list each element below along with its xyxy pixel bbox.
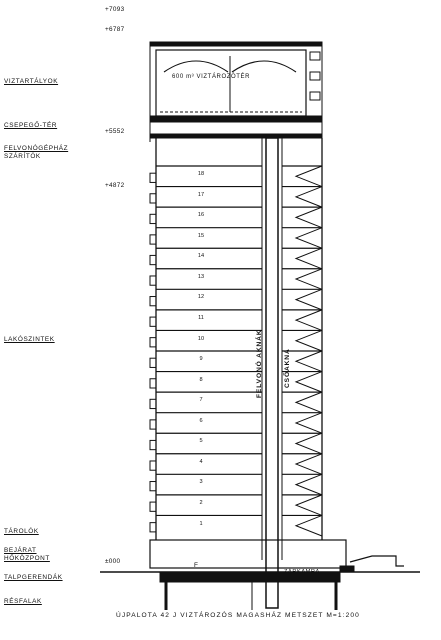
closing-chamber-label: ZÁRKAMRA [284,569,320,575]
tank-label: 600 m³ VIZTÁROZÓTÉR [172,74,251,80]
stair-flight [294,371,323,393]
stair-flight [294,186,323,208]
roof-stair-windows [309,51,321,101]
stair-flight [294,432,323,455]
stair-flights [294,165,323,537]
roof-structure [149,41,323,47]
stair-flight [294,247,323,270]
balcony [149,337,157,348]
balconies [149,172,157,533]
entrance-ramp [349,555,404,567]
elevator-shaft [265,137,279,609]
pipe-shaft-label: CSŐAKNA [284,348,291,388]
floor-number: 10 [197,335,205,342]
label-drip-space: CSEPEGŐ-TÉR [4,122,58,129]
floor-number: 6 [199,417,203,424]
stair-flight [294,514,323,537]
floor-number: 12 [197,294,205,301]
stair-flight [294,350,323,373]
elevation-7093: +7093 [105,6,125,13]
balcony [149,522,157,533]
stair-flight [294,453,323,475]
stair-flight [294,288,323,311]
floor-number: 14 [197,253,205,260]
floor-number: 16 [197,212,205,219]
floor-number: 15 [197,232,205,239]
drip-space-slab [149,115,323,123]
balcony [149,398,157,410]
balcony [149,501,157,512]
balcony [149,254,157,266]
elevation-4872: +4872 [105,182,125,189]
floor-number: 1 [199,520,203,527]
balcony [149,213,157,225]
label-water-tanks: VIZTARTÁLYOK [4,78,59,85]
water-tank-room [155,49,307,117]
floor-number: 3 [199,479,203,486]
ground-floor-label: F [194,562,199,569]
foundation-beams [159,571,341,583]
balcony [149,439,157,451]
stair-flight [294,227,323,249]
floor-number: 18 [197,171,205,178]
stair-flight [294,412,323,434]
stair-flight [294,391,323,414]
floor-number: 5 [199,438,203,445]
floor-number: 17 [197,191,205,198]
balcony [149,296,157,307]
label-heat-center: HŐKÖZPONT [4,555,50,562]
label-storage: TÁROLÓK [4,528,39,535]
floor-slabs [156,165,322,517]
balcony [149,357,157,368]
balcony [149,460,157,471]
label-elevator-machine-room: FELVONÓGÉPHÁZ [4,145,69,152]
water-tank-vault [163,60,297,73]
elevation-6787: +6787 [105,26,125,33]
floor-number: 8 [199,376,203,383]
floor-number: 9 [199,356,203,363]
floor-number: 11 [198,315,204,322]
balcony [149,193,157,204]
label-entrance: BEJÁRAT [4,547,37,554]
balcony [149,172,157,183]
floor-number: 7 [199,397,203,404]
balcony [149,378,157,389]
elevator-shaft-label: FELVONÓ AKNÁK [256,329,263,398]
balcony [149,275,157,286]
label-residential-floors: LAKÓSZINTEK [4,336,55,343]
floor-number: 13 [197,273,205,280]
drawing-caption: ÚJPALOTA 42 J VIZTÁROZÓS MAGASHÁZ METSZE… [116,612,360,619]
stair-flight [294,494,323,516]
balcony [149,316,157,327]
balcony [149,419,157,430]
stair-flight [294,268,323,290]
balcony [149,234,157,245]
elevation-000: ±000 [105,558,121,565]
stair-flight [294,309,323,331]
label-dryers: SZÁRÍTÓK [4,153,41,160]
balcony [149,481,157,492]
stair-flight [294,329,323,352]
entrance-level [149,539,347,569]
stair-flight [294,165,323,188]
floor-number: 4 [199,458,203,465]
label-foundation-beams: TALPGERENDÁK [4,574,63,581]
elevation-5552: +5552 [105,128,125,135]
stair-flight [294,206,323,229]
floor-number: 2 [199,500,203,507]
stair-flight [294,473,323,496]
label-diaphragm-walls: RÉSFALAK [4,598,42,605]
